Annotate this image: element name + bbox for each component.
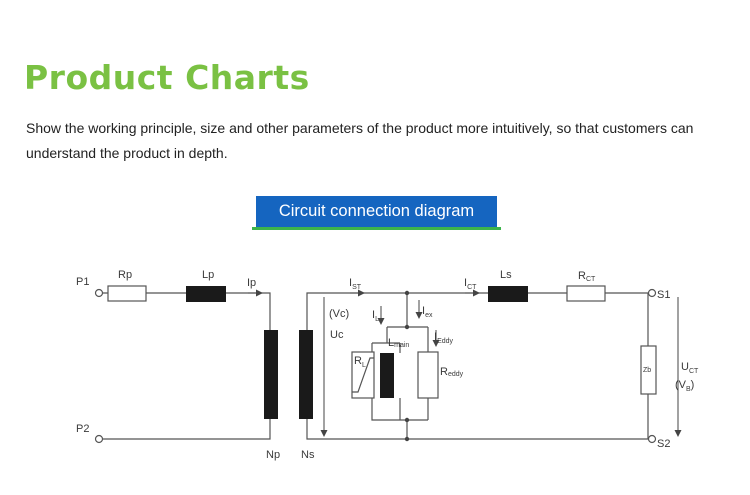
label-rl: RL xyxy=(354,355,366,369)
label-uct: UCT xyxy=(681,361,699,375)
label-ict: ICT xyxy=(464,277,477,291)
secondary-bottom-wire xyxy=(306,419,648,440)
label-uc: Uc xyxy=(330,329,344,341)
inductor-ls xyxy=(488,286,528,302)
secondary-top-wire xyxy=(306,292,648,330)
junction-dot xyxy=(404,290,410,296)
terminal-s2 xyxy=(647,434,657,444)
nonlinear-mark xyxy=(352,357,374,393)
section-banner: Circuit connection diagram xyxy=(256,196,497,227)
label-s2: S2 xyxy=(657,438,670,450)
label-ip: Ip xyxy=(247,277,256,289)
label-vc: (Vc) xyxy=(329,308,349,320)
label-lmain: Lmain xyxy=(388,337,409,349)
terminal-p1 xyxy=(94,288,104,298)
label-ieddy: IEddy xyxy=(434,331,454,345)
primary-top-wire xyxy=(103,292,271,330)
primary-bottom-wire xyxy=(103,419,271,440)
junction-dot xyxy=(404,324,410,330)
junction-dot xyxy=(404,417,410,423)
banner-underline xyxy=(252,227,501,230)
label-s1: S1 xyxy=(657,289,670,301)
label-vb: (VB) xyxy=(675,379,694,393)
resistor-reddy xyxy=(417,351,439,399)
label-np: Np xyxy=(266,449,280,461)
label-zb: Zb xyxy=(643,367,651,374)
label-reddy: Reddy xyxy=(440,366,464,378)
resistor-rp xyxy=(107,285,147,302)
resistor-zb xyxy=(640,345,657,395)
inner-branch xyxy=(371,343,428,421)
page-description: Show the working principle, size and oth… xyxy=(26,120,694,161)
label-p2: P2 xyxy=(76,423,89,435)
terminal-p2 xyxy=(94,434,104,444)
label-lp: Lp xyxy=(202,269,214,281)
label-ist: IST xyxy=(349,277,362,291)
secondary-winding-core xyxy=(299,330,313,419)
label-rct: RCT xyxy=(578,270,596,283)
inductor-lmain xyxy=(380,353,394,398)
inductor-branch-top xyxy=(372,327,400,344)
inductor-lp xyxy=(186,286,226,302)
label-iex: Iex xyxy=(422,305,433,319)
label-ns: Ns xyxy=(301,449,315,461)
junction-dot xyxy=(404,436,410,442)
label-rp: Rp xyxy=(118,269,132,281)
primary-winding-core xyxy=(264,330,278,419)
page-title: Product Charts xyxy=(24,58,310,97)
label-ls: Ls xyxy=(500,269,512,281)
terminal-s1 xyxy=(647,288,657,298)
resistor-rct xyxy=(566,285,606,302)
label-p1: P1 xyxy=(76,276,89,288)
label-il: IL xyxy=(372,309,379,323)
